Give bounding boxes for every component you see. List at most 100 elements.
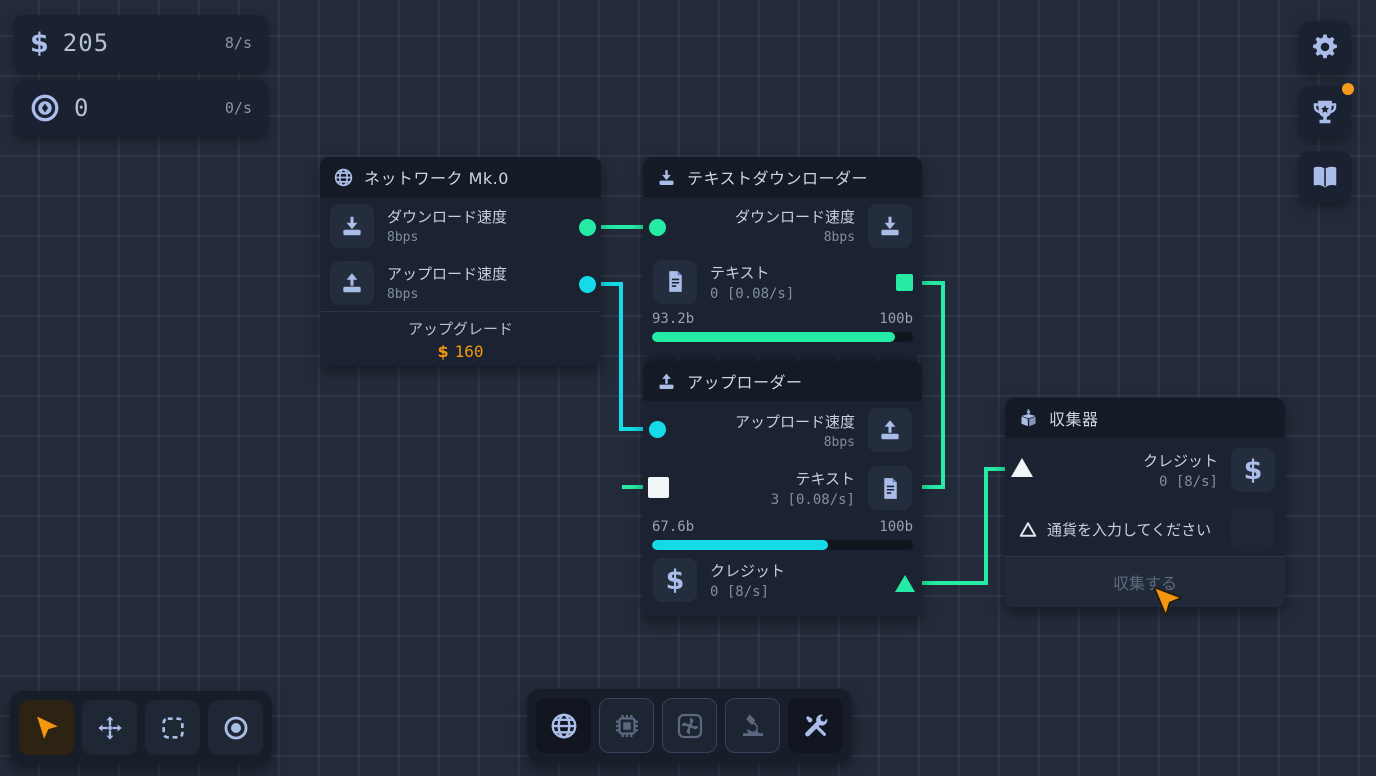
- build-category-dock: [527, 689, 852, 762]
- credit-label: クレジット: [710, 562, 786, 580]
- upload-icon: [656, 371, 677, 392]
- node-title: アップローダー: [687, 373, 803, 392]
- node-uploader[interactable]: アップローダー アップロード速度 8bps テキスト 3 [0.08/s]: [643, 361, 922, 617]
- port-downloader-speed-in[interactable]: [649, 219, 666, 236]
- port-uploader-speed-in[interactable]: [649, 421, 666, 438]
- marquee-select-tool[interactable]: [145, 700, 200, 755]
- collector-credit-row: クレジット 0 [8/s] $: [1005, 438, 1285, 502]
- tools-icon: [801, 711, 831, 741]
- port-downloader-text-out[interactable]: [896, 274, 913, 291]
- collect-button-label: 収集する: [1112, 574, 1177, 593]
- document-icon: [653, 259, 697, 304]
- trophy-icon: [1310, 97, 1340, 127]
- upgrade-label: アップグレード: [407, 319, 513, 338]
- collect-button[interactable]: 収集する: [1005, 556, 1285, 607]
- points-rate: 0/s: [224, 99, 252, 117]
- box-collect-icon: [1018, 408, 1039, 429]
- category-network-button[interactable]: [536, 698, 591, 753]
- marquee-icon: [159, 714, 187, 742]
- upload-speed-value: 8bps: [387, 287, 419, 302]
- downloader-progress: 93.2b 100b: [643, 309, 922, 342]
- upload-speed-label: アップロード速度: [387, 265, 508, 283]
- uploader-text-row: テキスト 3 [0.08/s]: [643, 459, 922, 517]
- progress-fill: [652, 332, 896, 342]
- progress-max: 100b: [879, 519, 913, 535]
- node-text-downloader[interactable]: テキストダウンローダー ダウンロード速度 8bps テ: [643, 157, 922, 357]
- progress-current: 67.6b: [652, 519, 695, 535]
- circle-select-icon: [222, 714, 250, 742]
- progress-fill: [652, 540, 829, 550]
- category-research-button[interactable]: [725, 698, 780, 753]
- move-icon: [96, 714, 124, 742]
- circle-select-tool[interactable]: [208, 700, 263, 755]
- node-collector-header: 収集器: [1005, 398, 1285, 438]
- port-uploader-credit-out[interactable]: [895, 575, 915, 592]
- book-icon: [1310, 162, 1340, 192]
- credit-label: クレジット: [1142, 452, 1218, 470]
- money-counter: $ 205 8/s: [14, 15, 268, 71]
- mouse-cursor: [1150, 582, 1186, 625]
- node-title: ネットワーク Mk.0: [364, 169, 509, 188]
- achievements-button[interactable]: [1299, 83, 1354, 138]
- dollar-icon: $: [653, 558, 697, 602]
- globe-icon: [333, 167, 354, 188]
- downloader-speed-row: ダウンロード速度 8bps: [643, 197, 922, 254]
- fan-icon: [675, 711, 705, 741]
- node-network-header: ネットワーク Mk.0: [320, 157, 601, 197]
- upgrade-button[interactable]: アップグレード $160: [320, 311, 601, 366]
- guide-button[interactable]: [1299, 151, 1351, 203]
- uploader-progress: 67.6b 100b: [643, 517, 922, 550]
- node-title: テキストダウンローダー: [687, 169, 869, 188]
- settings-button[interactable]: [1299, 21, 1351, 73]
- collector-hint: 通貨を入力してください: [1047, 520, 1212, 539]
- category-engine-button[interactable]: [662, 698, 717, 753]
- globe-icon: [549, 711, 579, 741]
- points-counter: 0 0/s: [14, 80, 268, 136]
- download-speed-label: ダウンロード速度: [387, 208, 508, 226]
- chip-icon: [612, 711, 642, 741]
- port-network-download-out[interactable]: [579, 219, 596, 236]
- document-icon: [868, 466, 912, 510]
- credit-value: 0 [8/s]: [1158, 474, 1218, 490]
- dollar-icon: $: [437, 341, 449, 361]
- download-speed-label: ダウンロード速度: [734, 208, 855, 226]
- target-icon: [30, 93, 60, 123]
- text-resource-value: 3 [0.08/s]: [770, 492, 855, 508]
- notification-dot: [1342, 83, 1354, 95]
- uploader-credit-row: $ クレジット 0 [8/s]: [643, 550, 922, 610]
- uploader-speed-row: アップロード速度 8bps: [643, 401, 922, 459]
- text-resource-label: テキスト: [795, 470, 855, 488]
- category-tools-button[interactable]: [788, 698, 843, 753]
- node-uploader-header: アップローダー: [643, 361, 922, 401]
- node-collector[interactable]: 収集器 クレジット 0 [8/s] $ 通貨を入力してください 収集する: [1005, 398, 1285, 607]
- port-collector-credit-in[interactable]: [1011, 458, 1033, 477]
- gear-icon: [1310, 32, 1340, 62]
- upload-icon: [868, 408, 912, 452]
- dollar-icon: $: [1231, 448, 1275, 492]
- category-hardware-button[interactable]: [599, 698, 654, 753]
- node-network[interactable]: ネットワーク Mk.0 ダウンロード速度 8bps アップロード速度 8bps: [320, 157, 601, 366]
- downloader-text-row: テキスト 0 [0.08/s]: [643, 254, 922, 309]
- progress-current: 93.2b: [652, 311, 695, 327]
- node-title: 収集器: [1049, 410, 1099, 429]
- port-network-upload-out[interactable]: [579, 276, 596, 293]
- microscope-icon: [738, 711, 768, 741]
- network-download-row: ダウンロード速度 8bps: [320, 197, 601, 254]
- text-resource-label: テキスト: [710, 263, 770, 282]
- money-rate: 8/s: [224, 34, 252, 52]
- dollar-icon: $: [30, 27, 49, 59]
- port-uploader-text-in[interactable]: [648, 477, 669, 498]
- progress-bar: [652, 540, 913, 550]
- download-speed-value: 8bps: [387, 230, 419, 245]
- cursor-icon: [33, 714, 61, 742]
- progress-bar: [652, 332, 913, 342]
- download-speed-value: 8bps: [823, 230, 855, 245]
- collector-hint-row: 通貨を入力してください: [1005, 502, 1285, 556]
- move-tool[interactable]: [82, 700, 137, 755]
- edit-tool-dock: [10, 691, 272, 764]
- select-cursor-tool[interactable]: [19, 700, 74, 755]
- currency-input-slot[interactable]: [1231, 507, 1275, 551]
- input-triangle-icon: [1019, 521, 1037, 538]
- money-value: 205: [62, 29, 110, 57]
